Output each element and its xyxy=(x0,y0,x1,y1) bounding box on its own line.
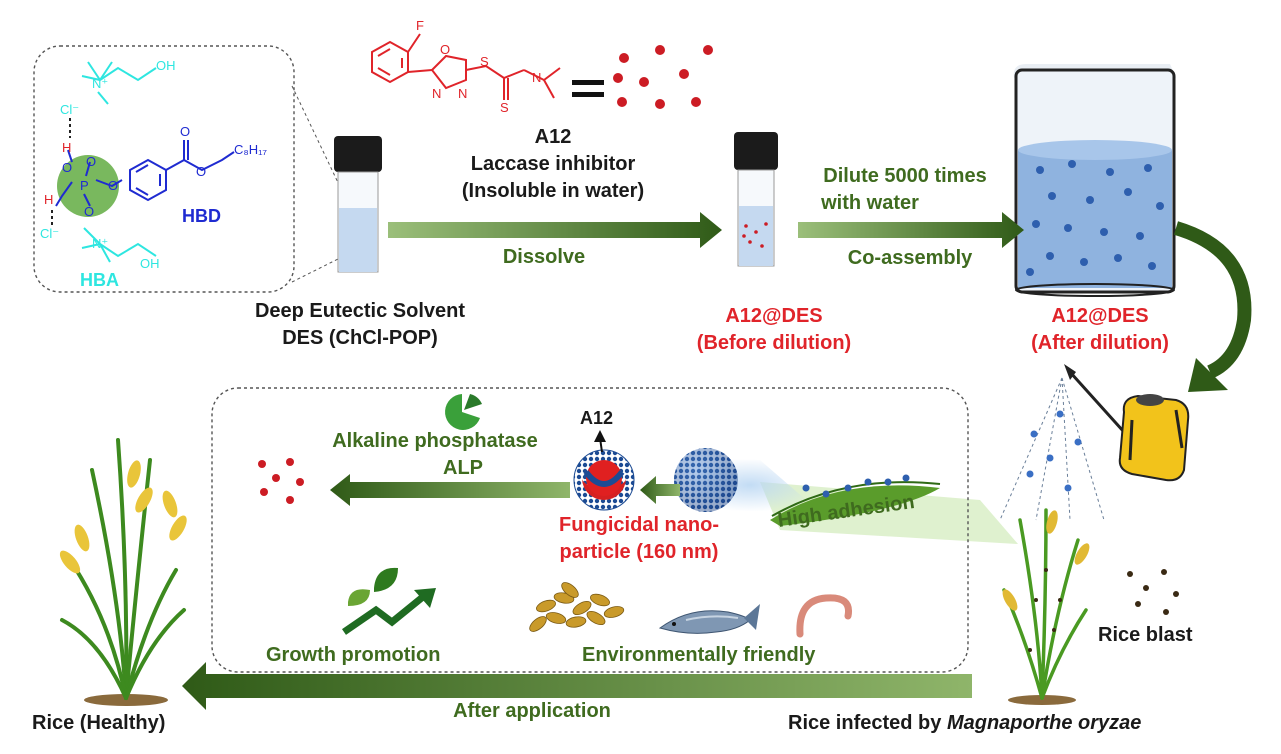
before-dilution-vial-icon xyxy=(734,132,778,267)
atom-oh-bottom: OH xyxy=(140,256,160,271)
rice-blast-spores-icon xyxy=(1127,569,1179,615)
rice-healthy-label: Rice (Healthy) xyxy=(32,712,166,734)
atom-n-bottom: N⁺ xyxy=(92,236,109,251)
phosphate-group-highlight xyxy=(57,155,119,217)
a12-atom-n1: N xyxy=(432,86,442,101)
alp-label-line1: Alkaline phosphatase xyxy=(332,430,538,452)
a12-atom-f: F xyxy=(416,18,424,33)
sprayer-icon xyxy=(1064,364,1190,482)
before-dilution-line1: A12@DES xyxy=(725,305,823,327)
des-name-label: Deep Eutectic Solvent xyxy=(254,300,466,322)
benzoate-structure xyxy=(129,140,235,202)
rice-infected-label: Rice infected by Magnaporthe oryzae xyxy=(788,712,1141,735)
a12-pointer-head xyxy=(594,430,606,442)
dilute-label-line1: Dilute 5000 times xyxy=(823,165,987,187)
a12-atom-s2: S xyxy=(500,100,509,115)
dissolve-arrow xyxy=(388,212,722,248)
a12-name: A12 xyxy=(534,126,572,148)
curved-arrow-head xyxy=(1188,358,1228,392)
rice-infected-species: Magnaporthe oryzae xyxy=(946,712,1142,734)
released-a12-dots xyxy=(258,458,304,504)
earthworm-icon xyxy=(796,594,853,638)
atom-o2: O xyxy=(86,154,97,169)
equals-bar-top xyxy=(572,80,604,85)
choline-top-structure xyxy=(81,61,157,105)
nano-to-released-arrow xyxy=(640,476,680,504)
atom-o3: O xyxy=(84,204,95,219)
a12-atom-s1: S xyxy=(480,54,489,69)
atom-o1: O xyxy=(62,160,73,175)
healthy-rice-plant-icon xyxy=(59,438,187,706)
atom-o-ester: O xyxy=(196,164,207,179)
spray-lines xyxy=(999,377,1105,521)
spray-droplets xyxy=(1026,410,1082,492)
laccase-inhibitor-label: Laccase inhibitor xyxy=(470,153,636,175)
atom-o-carbonyl: O xyxy=(180,124,191,139)
curved-arrow-to-sprayer xyxy=(1173,221,1252,379)
fish-icon xyxy=(658,604,760,634)
intact-nanoparticle-icon xyxy=(674,448,738,512)
des-structure-panel xyxy=(33,45,295,293)
phosphate-bonds xyxy=(55,149,123,207)
alp-enzyme-icon xyxy=(445,394,482,430)
atom-oh-top: OH xyxy=(156,58,176,73)
des-formula-label: DES (ChCl-POP) xyxy=(282,327,438,349)
before-dilution-line2: (Before dilution) xyxy=(696,332,852,354)
after-dilution-line2: (After dilution) xyxy=(1031,332,1169,354)
fungicidal-label-line1: Fungicidal nano- xyxy=(559,514,719,536)
growth-promotion-leaf-arrow-icon xyxy=(342,567,436,635)
a12-atom-n3: N xyxy=(532,70,542,85)
atom-cl-bottom: Cl⁻ xyxy=(40,226,60,241)
fungicidal-label-line2: particle (160 nm) xyxy=(559,541,719,563)
atom-cl-top: Cl⁻ xyxy=(60,102,80,117)
env-friendly-label: Environmentally friendly xyxy=(582,644,816,666)
rice-blast-label: Rice blast xyxy=(1098,624,1193,646)
co-assembly-label: Co-assembly xyxy=(847,247,973,269)
equals-bar-bottom xyxy=(572,92,604,97)
leaf-adhesion-icon xyxy=(770,474,941,526)
dilute-arrow xyxy=(798,212,1024,248)
a12-nanoparticle-tag: A12 xyxy=(580,408,614,428)
insoluble-label: (Insoluble in water) xyxy=(461,180,645,202)
a12-molecule-structure xyxy=(371,33,561,100)
atom-h-top: H xyxy=(62,140,72,155)
choline-bottom-structure xyxy=(81,227,157,263)
fungicidal-nanoparticle-icon xyxy=(573,449,635,511)
a12-dots-legend xyxy=(613,45,713,109)
rice-infected-prefix: Rice infected by xyxy=(788,712,947,734)
dissolve-label: Dissolve xyxy=(502,246,586,268)
hba-label: HBA xyxy=(80,270,119,290)
atom-p: P xyxy=(80,178,89,193)
des-vial-icon xyxy=(334,136,382,273)
a12-atom-o: O xyxy=(440,42,451,57)
after-application-arrow xyxy=(182,662,972,710)
atom-h-bottom: H xyxy=(44,192,54,207)
hbd-label: HBD xyxy=(182,206,221,226)
alp-release-arrow xyxy=(330,474,570,506)
infected-rice-plant-icon xyxy=(1002,508,1090,705)
atom-o4: O xyxy=(108,178,119,193)
mechanism-panel xyxy=(211,387,969,673)
atom-n-top: N⁺ xyxy=(92,76,109,91)
growth-promotion-label: Growth promotion xyxy=(266,644,441,666)
a12-atom-n2: N xyxy=(458,86,468,101)
after-application-label: After application xyxy=(453,700,611,722)
after-dilution-line1: A12@DES xyxy=(1051,305,1149,327)
rice-grains-icon xyxy=(529,582,625,632)
dilute-label-line2: with water xyxy=(821,192,919,214)
alp-label-line2: ALP xyxy=(443,457,483,479)
atom-chain: C₈H₁₇ xyxy=(234,142,268,157)
beaker-icon xyxy=(1013,64,1176,297)
